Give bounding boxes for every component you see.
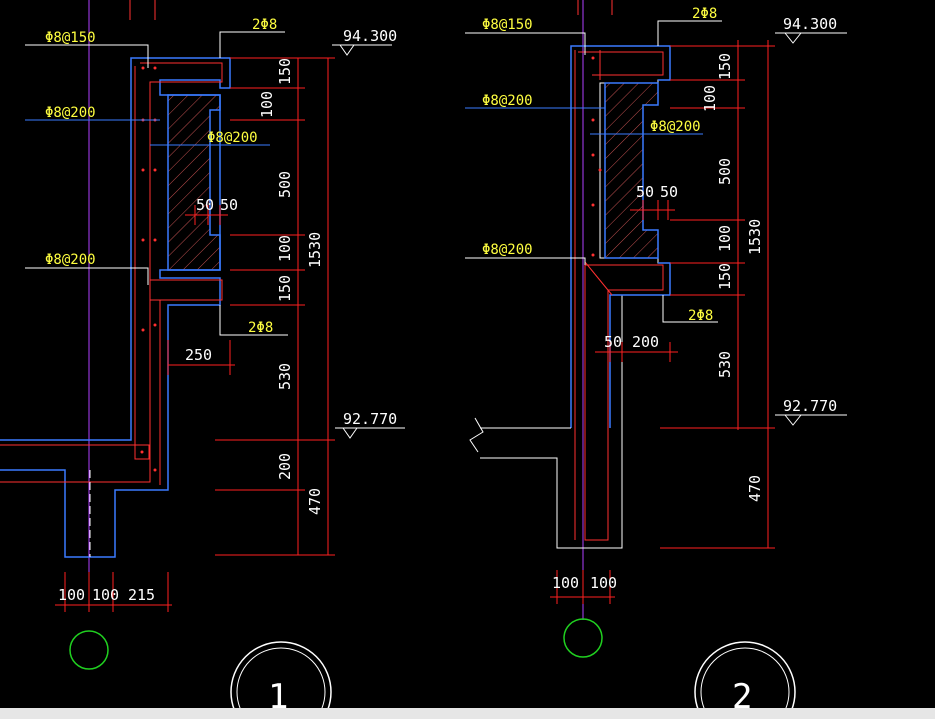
dimension-label: 470 [746, 475, 764, 502]
grid-bubble[interactable] [69, 630, 109, 670]
dimension-label: 100 [258, 91, 276, 118]
detail-number-bubble[interactable]: 1 [230, 641, 332, 719]
dimension-label: 150 [276, 275, 294, 302]
dimension-label: 530 [276, 363, 294, 390]
dimension-label: 100 [552, 574, 579, 592]
rebar-label: 2Φ8 [692, 6, 717, 22]
detail-number-bubble[interactable]: 2 [694, 641, 796, 719]
detail-2: Φ8@150 2Φ8 Φ8@200 Φ8@200 Φ8@200 2Φ8 94.3… [465, 0, 847, 719]
dimension-label: 100 [58, 586, 85, 604]
dimension-label: 530 [716, 351, 734, 378]
dimension-label: 250 [185, 346, 212, 364]
rebar-label: Φ8@200 [650, 119, 701, 135]
detail-1: Φ8@150 2Φ8 Φ8@200 Φ8@200 Φ8@200 2Φ8 94.3… [0, 0, 405, 719]
rebar-label: 2Φ8 [688, 308, 713, 324]
rebar-label: Φ8@200 [207, 130, 258, 146]
rebar-label: 2Φ8 [252, 17, 277, 33]
dimension-label: 100 [276, 235, 294, 262]
rebar-label: Φ8@200 [482, 242, 533, 258]
rebar-line [0, 62, 223, 483]
dimension-label: 100 [92, 586, 119, 604]
dimension-label: 1530 [306, 232, 324, 268]
rebar-line [578, 51, 664, 76]
dimension-label: 150 [716, 53, 734, 80]
rebar-label: 2Φ8 [248, 320, 273, 336]
rebar-label: Φ8@200 [45, 252, 96, 268]
elevation-label: 92.770 [343, 410, 397, 428]
rebar-label: Φ8@150 [45, 30, 96, 46]
rebar-label: Φ8@200 [482, 93, 533, 109]
detail-number: 1 [268, 677, 288, 717]
rebar-label: Φ8@200 [45, 105, 96, 121]
dimension-label: 215 [128, 586, 155, 604]
dimension-label: 50 [196, 196, 214, 214]
dimension-label: 100 [701, 85, 719, 112]
dimension-label: 200 [276, 453, 294, 480]
elevation-label: 94.300 [783, 15, 837, 33]
elevation-label: 92.770 [783, 397, 837, 415]
dimension-label: 100 [590, 574, 617, 592]
dimension-label: 50 [636, 183, 654, 201]
dimension-label: 1530 [746, 219, 764, 255]
hatched-section [167, 94, 221, 271]
dimension-label: 470 [306, 488, 324, 515]
elevation-label: 94.300 [343, 27, 397, 45]
dimension-label: 50 [220, 196, 238, 214]
dimension-label: 200 [632, 333, 659, 351]
dimension-label: 50 [660, 183, 678, 201]
detail-number: 2 [732, 677, 752, 717]
grid-bubble[interactable] [563, 618, 603, 658]
dimension-label: 500 [716, 158, 734, 185]
hatched-section [604, 82, 659, 259]
status-bar [0, 708, 935, 719]
dimension-label: 150 [276, 58, 294, 85]
rebar-label: Φ8@150 [482, 17, 533, 33]
dimension-label: 500 [276, 171, 294, 198]
dimension-label: 100 [716, 225, 734, 252]
dimension-label: 50 [604, 333, 622, 351]
dimension-label: 150 [716, 263, 734, 290]
